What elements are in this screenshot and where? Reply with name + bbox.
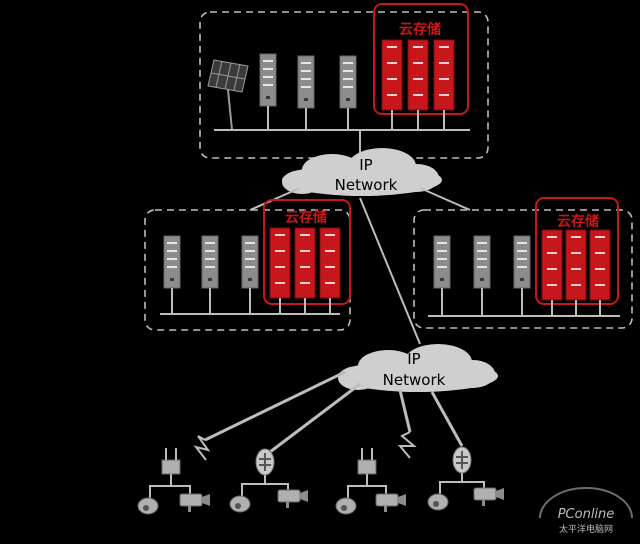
watermark-subtitle: 太平洋电脑网: [559, 523, 613, 535]
storage-icon: [294, 227, 316, 299]
dome-camera-icon: [137, 497, 159, 515]
solar-panel-icon: [207, 59, 249, 131]
storage-icon: [541, 229, 563, 301]
dome-camera-icon: [427, 493, 449, 511]
network-link: [430, 391, 464, 447]
site-right-frame: [413, 209, 633, 329]
watermark: PConline 太平洋电脑网: [539, 487, 633, 535]
camera-icon: [473, 487, 505, 507]
site-top: 云存储: [199, 3, 489, 160]
server-icon: [473, 235, 491, 289]
camera-icon: [375, 493, 407, 513]
site-right: 云存储: [413, 197, 633, 329]
encoder-node-icon: [452, 446, 472, 474]
camera-icon: [179, 493, 211, 513]
network-label-network: Network: [383, 371, 446, 389]
wireless-link-icon: [397, 431, 417, 459]
ip-network-cloud: IP Network: [282, 148, 442, 196]
network-link: [419, 187, 471, 211]
server-icon: [339, 55, 357, 109]
network-label-ip: IP: [407, 350, 420, 368]
site-top-frame: [199, 11, 489, 159]
wireless-link: [204, 370, 346, 442]
site-left-frame: [144, 209, 351, 331]
server-icon: [259, 53, 277, 107]
edge-group: [335, 448, 407, 515]
wireless-link: [398, 389, 412, 433]
wireless-transmitter-icon: [357, 448, 377, 475]
network-link: [269, 382, 361, 454]
edge-group: [229, 448, 309, 513]
wireless-transmitter-icon: [161, 448, 181, 475]
cloud-storage-frame: [373, 3, 469, 115]
dome-camera-icon: [335, 497, 357, 515]
server-icon: [433, 235, 451, 289]
wireless-link-icon: [193, 435, 211, 461]
network-label-ip: IP: [359, 156, 372, 174]
storage-icon: [565, 229, 587, 301]
network-label-network: Network: [335, 176, 398, 194]
server-icon: [163, 235, 181, 289]
storage-icon: [269, 227, 291, 299]
server-icon: [201, 235, 219, 289]
server-icon: [513, 235, 531, 289]
camera-icon: [277, 489, 309, 509]
cloud-storage-label: 云存储: [557, 213, 599, 230]
server-icon: [241, 235, 259, 289]
server-icon: [297, 55, 315, 109]
edge-group: [137, 448, 211, 515]
ip-network-cloud: IP Network: [338, 344, 498, 392]
storage-icon: [433, 39, 455, 111]
watermark-brand: PConline: [558, 507, 615, 522]
network-link: [359, 197, 421, 345]
storage-icon: [589, 229, 611, 301]
storage-icon: [381, 39, 403, 111]
storage-icon: [319, 227, 341, 299]
cloud-storage-label: 云存储: [399, 21, 441, 38]
storage-icon: [407, 39, 429, 111]
cloud-storage-label: 云存储: [285, 209, 327, 226]
edge-group: [427, 446, 505, 511]
encoder-node-icon: [255, 448, 275, 476]
dome-camera-icon: [229, 495, 251, 513]
site-left: 云存储: [144, 199, 351, 331]
cloud-storage-frame: [263, 199, 351, 305]
